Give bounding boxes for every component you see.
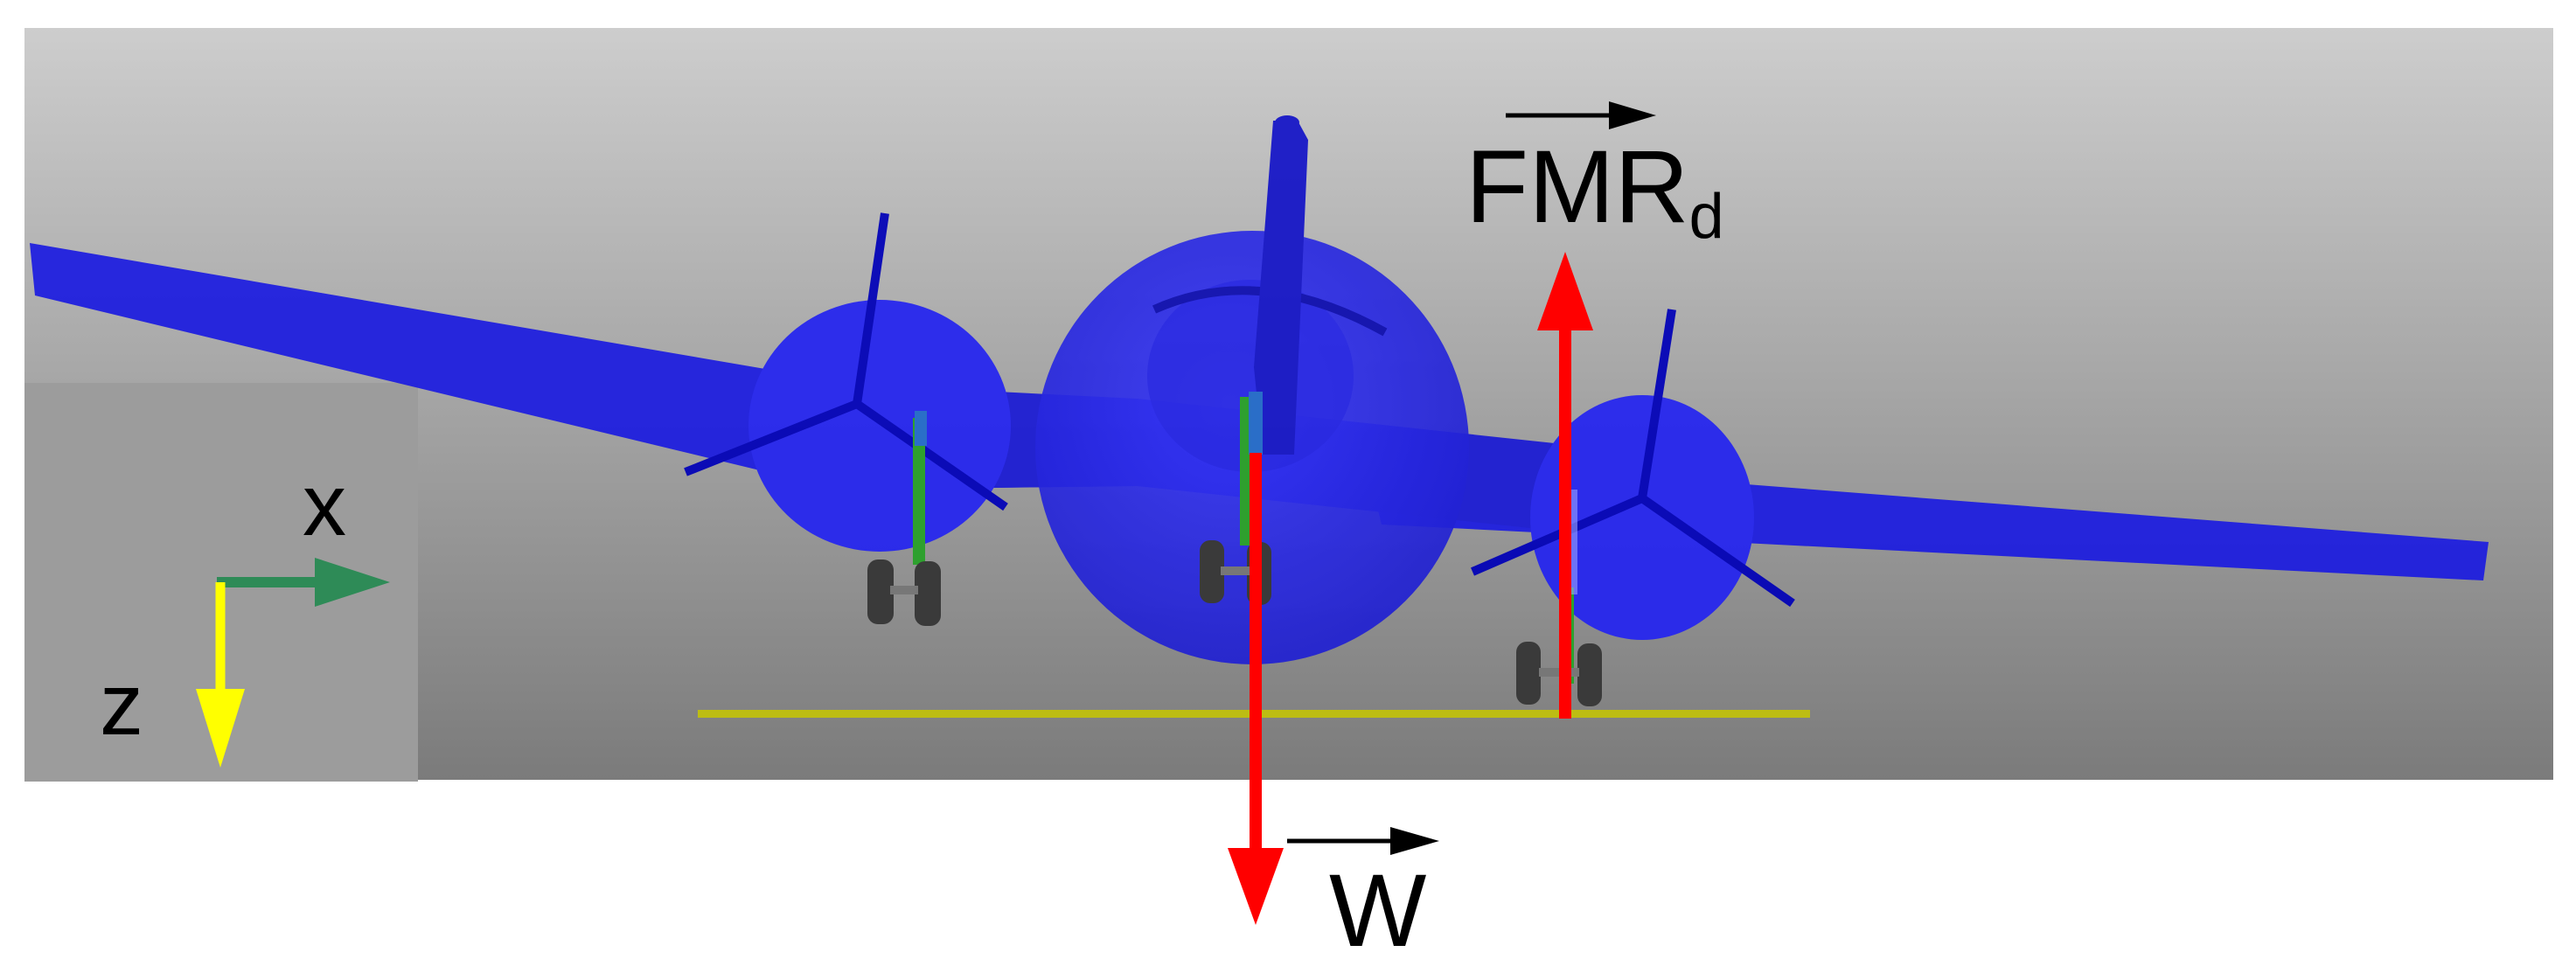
gear-strut-top xyxy=(1249,392,1263,455)
x-axis-arrowhead xyxy=(315,558,390,607)
w-label: W xyxy=(1329,853,1426,969)
coordinate-axes: x z xyxy=(100,456,390,768)
force-w-arrowhead xyxy=(1228,848,1284,925)
tire xyxy=(867,559,894,624)
vertical-tail xyxy=(1254,121,1308,455)
fmr-label-group: FMRd xyxy=(1466,101,1724,252)
gear-strut-top xyxy=(915,411,927,446)
force-fmr-arrowhead xyxy=(1537,252,1593,330)
left-propeller-blade xyxy=(684,400,859,476)
z-axis-label: z xyxy=(100,656,143,754)
z-axis-arrowhead xyxy=(196,689,245,768)
tire xyxy=(1577,643,1602,706)
left-propeller-blade xyxy=(854,400,1008,511)
w-label-group: W xyxy=(1287,827,1439,969)
fmr-subscript: d xyxy=(1689,182,1724,252)
axle xyxy=(1221,566,1250,575)
right-propeller-blade xyxy=(1638,309,1676,499)
right-arrow-icon-head xyxy=(1609,101,1656,129)
left-engine-nacelle xyxy=(748,300,1011,552)
right-arrow-icon-head xyxy=(1390,827,1439,855)
axle xyxy=(890,586,918,594)
force-w-arrow xyxy=(1228,453,1284,925)
left-propeller-blade xyxy=(853,212,889,405)
left-main-gear xyxy=(867,411,941,626)
right-propeller-blade xyxy=(1640,494,1795,608)
right-propeller-blade xyxy=(1471,494,1644,576)
tire xyxy=(915,561,941,626)
force-fmr-arrow xyxy=(1537,252,1593,719)
right-engine-nacelle xyxy=(1530,395,1754,640)
tire xyxy=(1200,540,1224,603)
fmr-label: FMRd xyxy=(1466,129,1724,252)
tail-tip xyxy=(1275,115,1299,129)
x-axis-label: x xyxy=(303,456,346,554)
gear-strut xyxy=(913,418,925,565)
fuselage-inner xyxy=(1147,280,1354,472)
tire xyxy=(1516,642,1541,705)
